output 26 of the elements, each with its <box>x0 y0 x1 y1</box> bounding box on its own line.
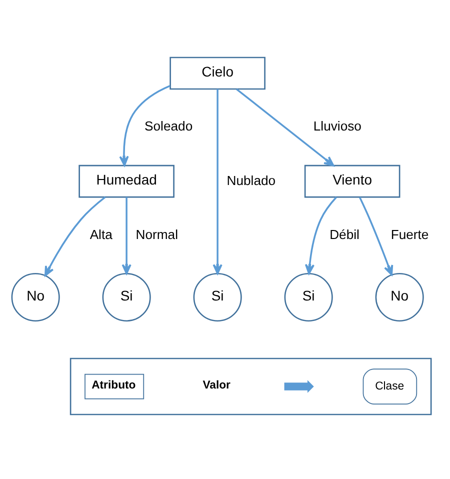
legend-label: Clase <box>375 380 404 392</box>
node-box <box>70 358 432 416</box>
node-circle: No <box>375 272 424 322</box>
edge-label: Normal <box>136 227 178 242</box>
arrow <box>44 196 106 276</box>
node-box: Viento <box>304 164 400 198</box>
edge-label: Lluvioso <box>313 118 362 134</box>
legend-label: Valor <box>202 380 230 392</box>
arrow <box>119 85 170 166</box>
node-box: Cielo <box>170 56 266 90</box>
node-circle: Si <box>284 272 333 322</box>
node-circle: Si <box>193 272 242 322</box>
edge-label: Débil <box>330 227 360 242</box>
edge-label: Soleado <box>144 118 193 134</box>
legend-label: Atributo <box>92 380 136 392</box>
node-circle: Si <box>102 272 151 322</box>
edge-label: Nublado <box>226 172 276 188</box>
arrow <box>122 197 132 274</box>
arrow <box>236 88 334 166</box>
node-circle: No <box>11 272 60 322</box>
edge-label: Fuerte <box>390 227 429 242</box>
edge-label: Alta <box>90 227 112 242</box>
arrow <box>358 196 394 276</box>
arrow <box>212 89 222 274</box>
arrow <box>304 196 338 274</box>
node-box: Humedad <box>78 164 174 198</box>
